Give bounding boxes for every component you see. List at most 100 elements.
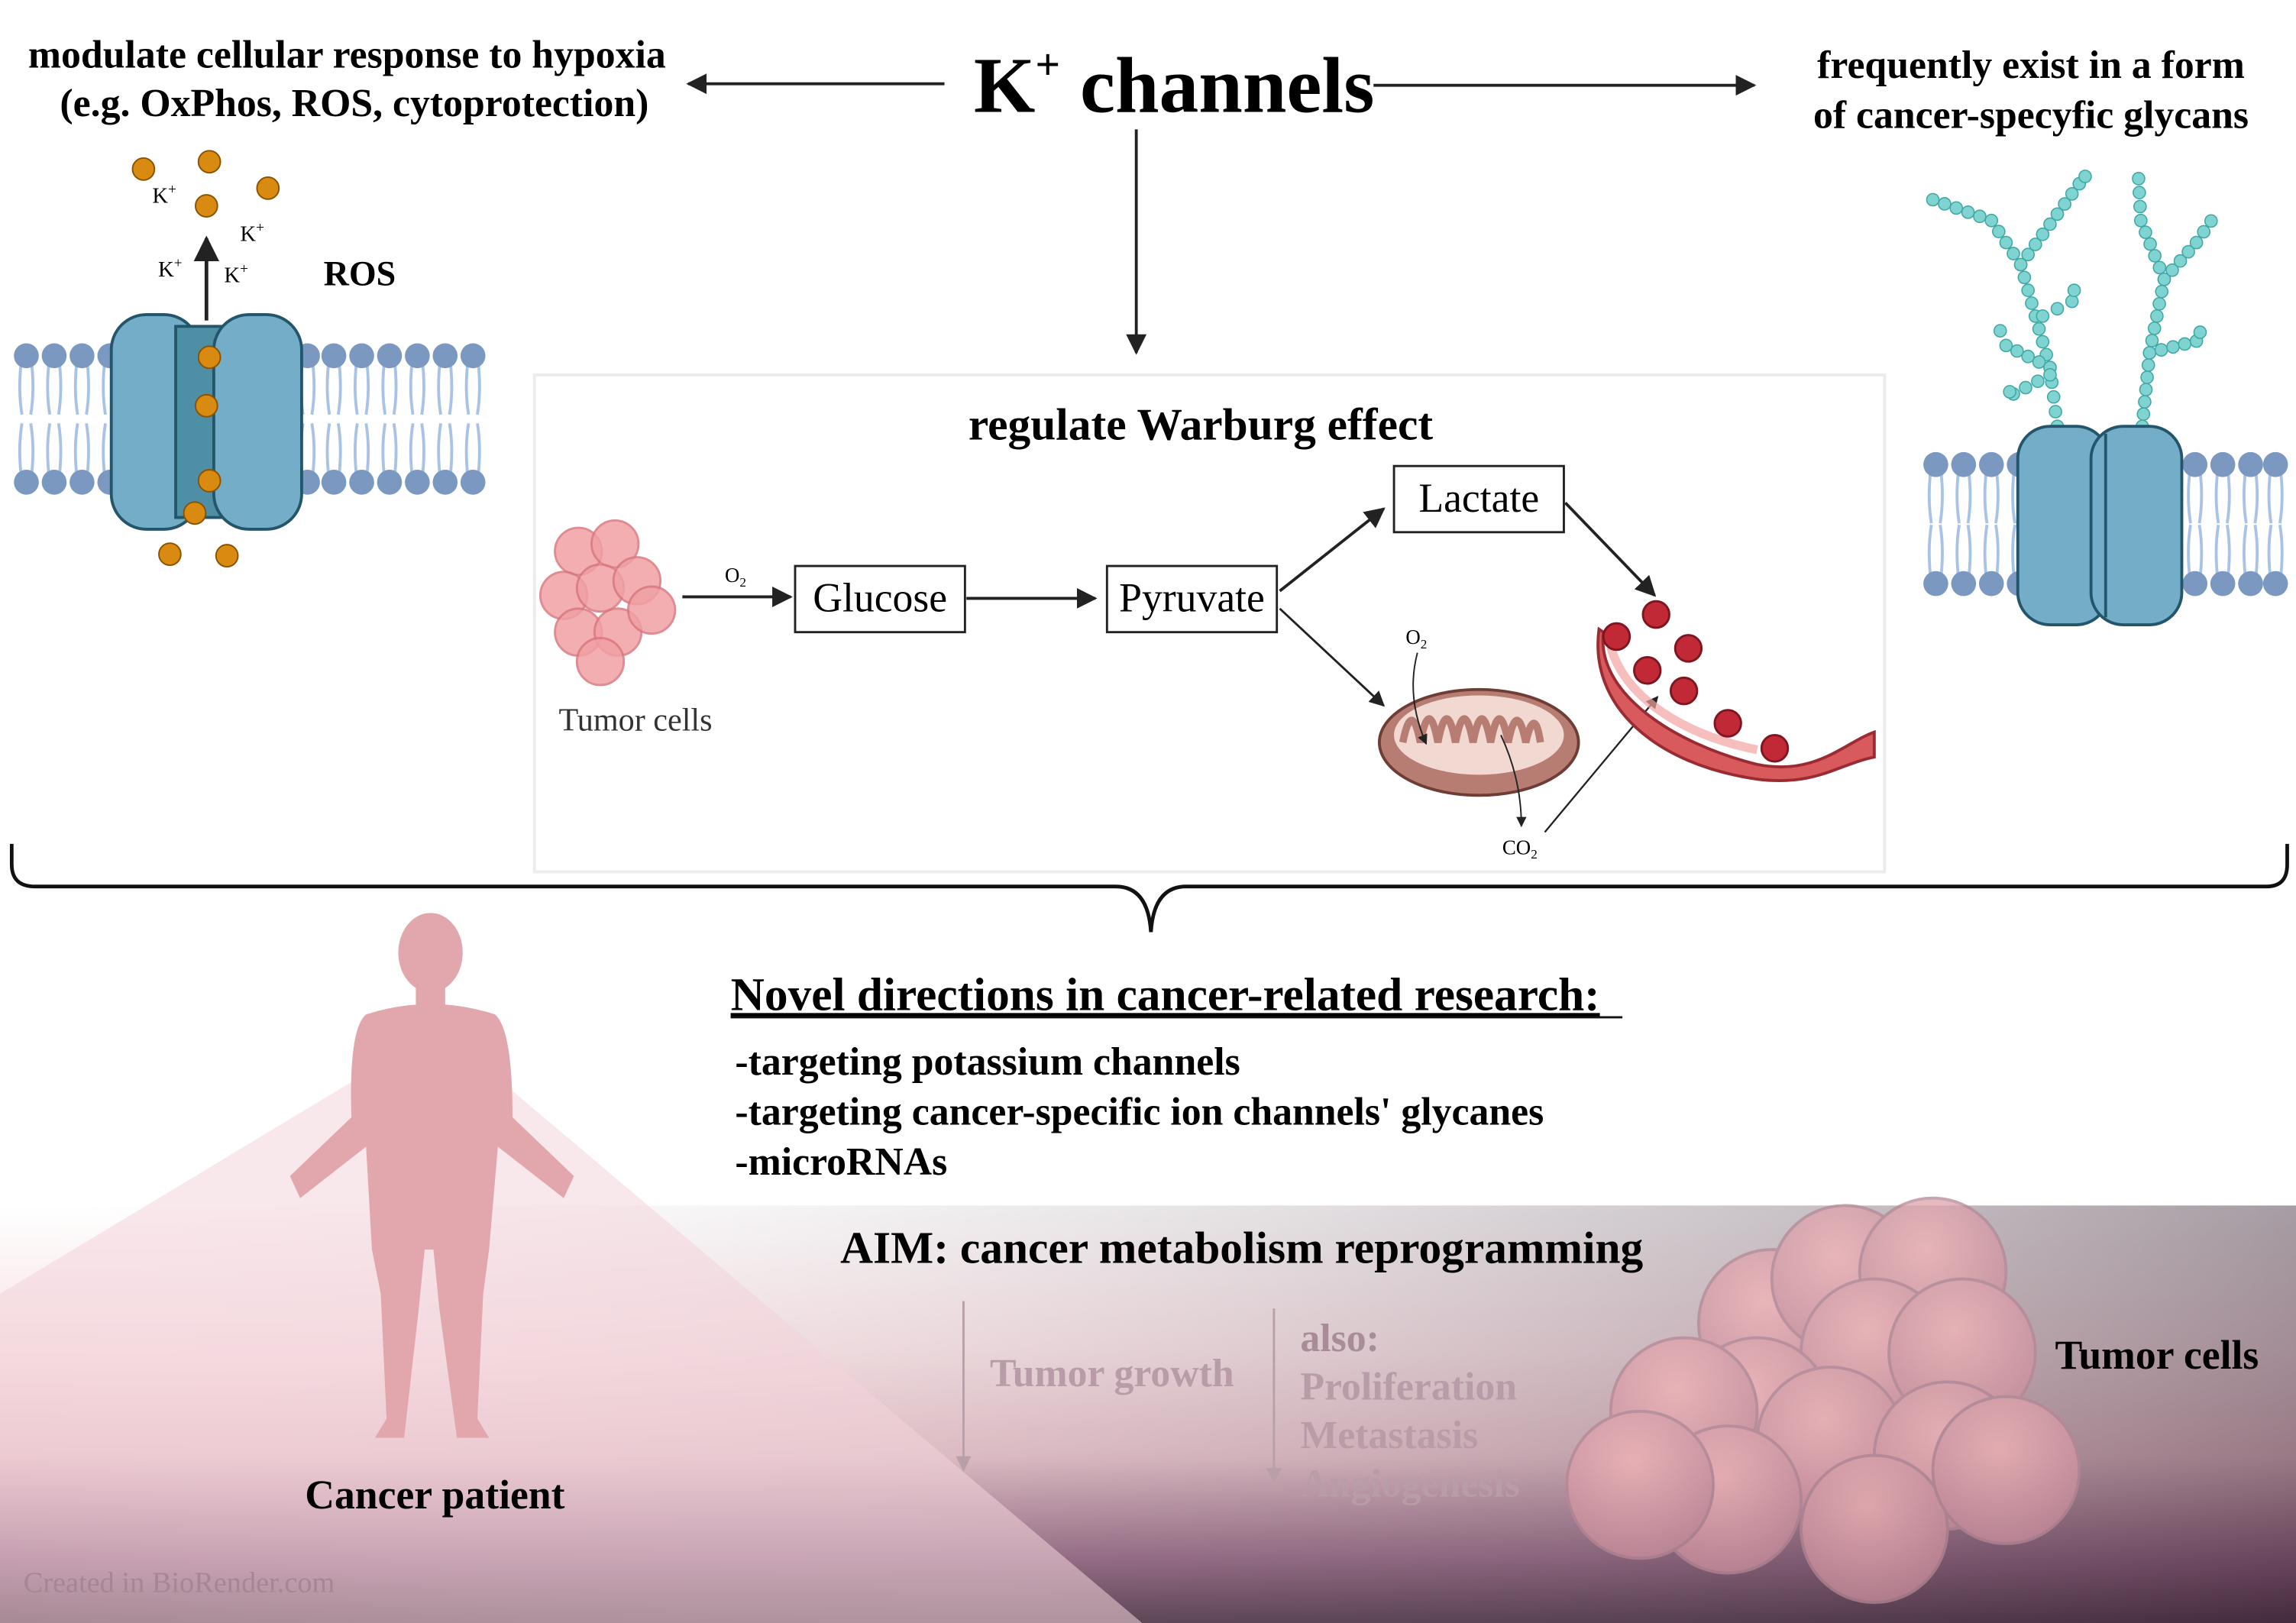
potassium-channel-left [109, 312, 303, 531]
glycan-unit [2050, 207, 2065, 221]
o2-label-mito: O2 [1405, 626, 1427, 651]
research-item: -targeting potassium channels [735, 1040, 1240, 1084]
tumor-cell [626, 585, 677, 635]
summary-brace [9, 843, 2289, 933]
pyruvate-box [1105, 564, 1279, 634]
red-blood-cell [1760, 733, 1790, 763]
lipid-head [321, 469, 347, 495]
glycan-unit [2152, 260, 2167, 275]
research-item: -targeting cancer-specific ion channels'… [735, 1090, 1544, 1133]
glycan-unit [2165, 263, 2179, 277]
glycan-unit [2078, 170, 2092, 183]
potassium-ion [158, 542, 182, 567]
lipid-head [405, 343, 430, 369]
glycan-unit [1993, 324, 2007, 338]
svg-text:K+: K+ [224, 261, 248, 288]
glucose-box [794, 564, 966, 634]
glycan-unit [2046, 390, 2061, 404]
tumor-cells-cluster-icon [538, 519, 677, 687]
glycan-unit [1961, 205, 1975, 219]
red-blood-cell [1602, 622, 1631, 651]
glycan-unit [1973, 209, 1987, 224]
glycan-unit [2150, 309, 2164, 323]
blood-vessel-icon [1596, 600, 1876, 782]
pyruvate-label: Pyruvate [1119, 575, 1265, 621]
lipid-head [1978, 451, 2004, 477]
glycan-unit [2058, 197, 2071, 211]
lipid-head [2210, 451, 2236, 477]
lipid-head [1951, 571, 1977, 597]
glycan-unit [2036, 309, 2050, 323]
tumor-cell [1800, 1453, 1949, 1604]
o2-into-mito-arrow [1412, 652, 1428, 745]
lipid-head [1923, 451, 1948, 477]
glycan-unit [2148, 249, 2162, 263]
glycan-unit [1926, 192, 1940, 207]
lipid-head [1978, 571, 2004, 597]
glycan-unit [2133, 199, 2147, 214]
glycan-unit [2031, 374, 2045, 389]
warburg-title: regulate Warburg effect [969, 399, 1433, 449]
glycan-unit [2139, 383, 2153, 396]
glycan-unit [1938, 197, 1952, 211]
potassium-ion [194, 194, 218, 218]
glycan-unit [2007, 247, 2020, 260]
svg-text:K+: K+ [158, 255, 183, 282]
glycan-unit [2028, 238, 2042, 251]
lipid-head [405, 469, 430, 495]
lipid-head [14, 343, 39, 369]
glycan-unit [2021, 247, 2035, 262]
glycan-unit [2032, 355, 2046, 369]
lactate-box [1392, 464, 1565, 534]
glycan-unit [2147, 322, 2162, 335]
tumor-cells-bottom-label: Tumor cells [2055, 1332, 2259, 1378]
lipid-head [2182, 451, 2208, 477]
glycan-unit [2143, 237, 2157, 251]
tumor-cell [590, 519, 640, 569]
glycan-unit [2065, 294, 2079, 309]
also-item-metastasis: Metastasis [1300, 1414, 1478, 1457]
lipid-head [321, 343, 347, 369]
lipid-head [2182, 571, 2208, 597]
glycan-unit [1999, 235, 2013, 250]
glycan-unit [2036, 227, 2050, 241]
potassium-ion [197, 469, 222, 493]
glycan-unit [2021, 349, 2035, 364]
glycan-unit [2021, 283, 2035, 298]
glycan-unit [2142, 346, 2157, 360]
glycan-unit [1949, 201, 1964, 215]
glycan-unit [2154, 343, 2168, 357]
also-item-angiogenesis: Angiogenesis [1300, 1462, 1520, 1505]
lactate-label: Lactate [1418, 475, 1539, 521]
glycan-unit [2067, 283, 2081, 298]
potassium-ion [197, 345, 222, 370]
glycan-unit [2010, 344, 2024, 358]
glycans-text-line1: frequently exist in a form [1817, 44, 2245, 87]
lipid-head [2238, 451, 2263, 477]
glycan-unit [2065, 186, 2079, 201]
lipid-head [41, 469, 67, 495]
tumor-cell [575, 636, 626, 687]
glycan-unit [2036, 335, 2050, 349]
glycan-unit [2043, 217, 2057, 231]
glycan-unit [2043, 367, 2057, 382]
glycan-unit [2003, 385, 2017, 399]
hypoxia-text-line2: (e.g. OxPhos, ROS, cytoprotection) [60, 82, 648, 125]
k-ion-labels: K+ K+ K+ K+ [152, 182, 264, 288]
glycan-unit [2181, 244, 2195, 259]
glycan-unit [2166, 340, 2180, 354]
glycan-unit [2155, 284, 2169, 299]
glycan-unit [2140, 370, 2154, 384]
pyruvate-to-lactate-arrow [1279, 507, 1386, 593]
lipid-head [349, 469, 374, 495]
glycan-unit [2173, 254, 2188, 268]
co2-label: CO2 [1502, 836, 1538, 862]
cancer-patient-label: Cancer patient [305, 1472, 564, 1518]
glycan-unit [2019, 380, 2032, 395]
glycan-unit [2189, 235, 2204, 250]
pyruvate-to-mitochondria-arrow [1279, 607, 1386, 707]
lipid-head [41, 343, 67, 369]
lipid-head [1923, 571, 1948, 597]
lipid-head [70, 469, 95, 495]
